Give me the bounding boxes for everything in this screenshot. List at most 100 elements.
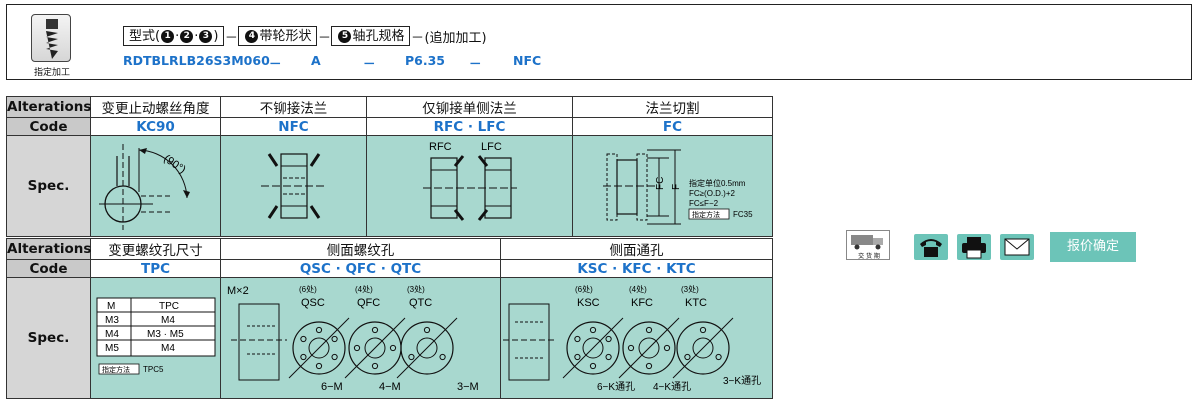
through-hole <box>699 326 707 334</box>
alt-kc90: 变更止动螺丝角度 <box>90 96 221 118</box>
through-leader-line <box>672 317 734 379</box>
model-close: ) <box>213 28 219 44</box>
through-count-4: (4处) <box>629 284 647 294</box>
through-hole <box>605 335 612 343</box>
tpc-note-val: TPC5 <box>143 365 164 374</box>
thread-hole <box>389 344 397 352</box>
through-hole <box>589 326 597 334</box>
thread-hole <box>408 353 415 361</box>
spec-tpc: M TPC M3 M4 M4 M3 · M5 M5 M4 指定方法 TPC5 <box>90 277 221 399</box>
tpc-r2-m: M4 <box>105 329 119 340</box>
separator: － <box>224 30 238 46</box>
thread-hole <box>353 344 361 352</box>
lfc-label: LFC <box>481 141 502 153</box>
through-count-6: (6处) <box>575 284 593 294</box>
separator: － <box>317 30 331 46</box>
model-spec-box: 型式( 1 · 2 · 3 ) <box>123 26 225 46</box>
side-thread-drawing: M×2 (6处) (4处) (3处) QSC QFC QTC 6−M 4−M 3… <box>227 284 479 393</box>
thread-flange-circle <box>400 321 454 375</box>
quote-confirm-button[interactable]: 报价确定 <box>1050 232 1136 262</box>
tpc-r3-m: M5 <box>105 343 119 354</box>
drill-icon <box>31 14 71 62</box>
thread-code-qsc: QSC <box>301 297 325 309</box>
spec-side-through: (6处) (4处) (3处) KSC KFC KTC 6−K通孔 4−K通孔 3… <box>500 277 773 399</box>
thread-count-3: (3处) <box>407 284 425 294</box>
thread-hole <box>300 353 307 361</box>
nfc-drawing <box>261 153 327 219</box>
drill-label: 指定加工 <box>33 68 70 78</box>
order-code-box: 指定加工 型式( 1 · 2 · 3 ) － 4 带轮形状 － 5 轴孔规格 －… <box>6 4 1192 80</box>
through-flange-circle <box>676 321 730 375</box>
dash-3: － <box>469 56 482 71</box>
spec-side-thread: M×2 (6处) (4处) (3处) QSC QFC QTC 6−M 4−M 3… <box>220 277 501 399</box>
code-side-through: KSC · KFC · KTC <box>500 259 773 278</box>
alt-tpc: 变更螺纹孔尺寸 <box>90 238 221 260</box>
through-circles <box>562 317 734 379</box>
bore-spec-box: 5 轴孔规格 <box>331 26 411 46</box>
thread-bore-circle <box>416 337 438 359</box>
thread-hole <box>315 326 323 334</box>
shape-spec-box: 4 带轮形状 <box>238 26 318 46</box>
through-hole <box>574 353 581 361</box>
separator: － <box>410 30 424 46</box>
through-hole <box>627 344 635 352</box>
f-dim-label: F <box>671 184 682 190</box>
shape-label: 带轮形状 <box>259 28 312 44</box>
tpc-drawing: M TPC M3 M4 M4 M3 · M5 M5 M4 指定方法 TPC5 <box>96 297 216 375</box>
alterations-header-2: Alterations <box>6 238 91 260</box>
thread-code-qfc: QFC <box>357 297 380 309</box>
through-bore-circle <box>582 337 604 359</box>
thread-label-6m: 6−M <box>321 381 343 393</box>
model-value: RDTBLRLB26S3M060 <box>123 53 270 68</box>
through-flange-circle <box>566 321 620 375</box>
code-format-row: 型式( 1 · 2 · 3 ) － 4 带轮形状 － 5 轴孔规格 － (追加加… <box>123 25 487 47</box>
thread-hole <box>371 326 379 334</box>
rfc-label: RFC <box>429 141 452 153</box>
kc90-angle-text: (90°) <box>161 153 188 177</box>
through-code-ktc: KTC <box>685 297 707 309</box>
through-hole <box>645 362 653 370</box>
thread-hole <box>331 335 338 343</box>
mail-icon[interactable] <box>998 232 1036 262</box>
through-hole <box>589 362 597 370</box>
through-label-3k: 3−K通孔 <box>723 375 761 387</box>
thread-leader-line <box>396 317 458 379</box>
circle-number-2: 2 <box>180 29 194 43</box>
thread-code-qtc: QTC <box>409 297 432 309</box>
code-header-2: Code <box>6 259 91 278</box>
fc-note2: FC≥(O.D.)+2 <box>689 189 736 198</box>
through-hole <box>684 353 691 361</box>
through-code-kfc: KFC <box>631 297 653 309</box>
kc90-drawing: (90°) <box>99 144 190 230</box>
thread-circles <box>288 317 458 379</box>
alt-nfc: 不铆接法兰 <box>220 96 367 118</box>
mx2-label: M×2 <box>227 285 249 297</box>
side-through-drawing: (6处) (4处) (3处) KSC KFC KTC 6−K通孔 4−K通孔 3… <box>503 284 761 393</box>
circle-number-1: 1 <box>161 29 175 43</box>
through-bore-circle <box>638 337 660 359</box>
spec-header-2: Spec. <box>6 277 91 399</box>
through-leader-line <box>562 317 624 379</box>
spec-nfc <box>220 135 367 237</box>
extra-label: (追加加工) <box>424 30 487 46</box>
through-hole <box>645 326 653 334</box>
through-count-3: (3处) <box>681 284 699 294</box>
model-label: 型式( <box>129 28 161 44</box>
through-label-6k: 6−K通孔 <box>597 381 635 393</box>
delivery-truck-icon[interactable]: 交 货 期 <box>846 230 890 260</box>
fc-dim-label: FC <box>655 177 666 190</box>
spec-fc: FC F 指定单位0.5mm FC≥(O.D.)+2 FC≤F−2 指定方法 F… <box>572 135 773 237</box>
tpc-r3-v: M4 <box>161 343 175 354</box>
thread-hole <box>371 362 379 370</box>
fc-note3: FC≤F−2 <box>689 199 719 208</box>
code-nfc: NFC <box>220 117 367 136</box>
circle-number-5: 5 <box>338 29 352 43</box>
code-side-thread: QSC · QFC · QTC <box>220 259 501 278</box>
alterations-table-2: Alterations 变更螺纹孔尺寸 侧面螺纹孔 侧面通孔 Code TPC … <box>6 238 773 399</box>
tpc-r1-v: M4 <box>161 315 175 326</box>
printer-icon[interactable] <box>955 232 993 262</box>
through-code-ksc: KSC <box>577 297 600 309</box>
phone-icon[interactable] <box>912 232 950 262</box>
thread-label-3m: 3−M <box>457 381 479 393</box>
bore-label: 轴孔规格 <box>352 28 405 44</box>
